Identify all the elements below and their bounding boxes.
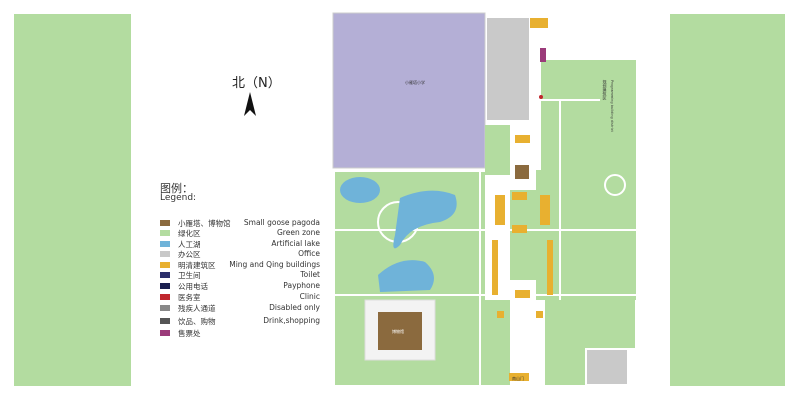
legend-label-en: Green zone (277, 228, 320, 237)
office-zone (487, 18, 529, 120)
clinic-icon (539, 95, 543, 99)
legend-item: 办公区 Office (160, 249, 320, 259)
legend-item: 明清建筑区 Ming and Qing buildings (160, 260, 320, 270)
legend-label-zh: 售票处 (178, 329, 201, 338)
legend-item: 医务室 Clinic (160, 292, 320, 302)
legend-item: 绿化区 Green zone (160, 228, 320, 238)
artificial-lake (340, 177, 457, 292)
small-goose-pagoda (515, 165, 529, 179)
district-label-en: Programming building district (610, 80, 614, 133)
legend-item: 公用电话 Payphone (160, 281, 320, 291)
legend-label-zh: 人工湖 (178, 240, 201, 249)
clinic-icon (160, 294, 170, 300)
legend-label-en: Disabled only (269, 303, 320, 312)
legend-label-en: Payphone (283, 281, 320, 290)
payphone-icon (160, 283, 170, 289)
school-label: 小雁塔小学 (405, 79, 425, 85)
legend-label-zh: 残疾人通道 (178, 304, 216, 313)
legend-item: 卫生间 Toilet (160, 270, 320, 280)
legend-swatch (160, 262, 170, 268)
legend-label-en: Toilet (300, 270, 320, 279)
legend-label-en: Small goose pagoda (243, 218, 320, 227)
ticket-office[interactable] (540, 48, 546, 62)
legend-label-zh: 小雁塔、博物馆 (178, 219, 231, 228)
north-label: 北（N） (232, 76, 281, 91)
left-margin-panel (14, 14, 131, 386)
paths (335, 99, 640, 385)
legend-label-zh: 医务室 (178, 293, 201, 302)
legend-item: 人工湖 Artificial lake (160, 239, 320, 249)
legend-label-en: Drink,shopping (263, 316, 320, 325)
legend-label-zh: 绿化区 (178, 229, 201, 238)
legend-swatch (160, 330, 170, 336)
legend-label-zh: 卫生间 (178, 271, 201, 280)
ming-qing-buildings (492, 18, 553, 381)
legend-label-zh: 明清建筑区 (178, 261, 216, 270)
legend-item: 饮品、购物 Drink,shopping (160, 316, 320, 326)
legend-item: 残疾人通道 Disabled only (160, 303, 320, 313)
district-label: 规划建筑区 (603, 79, 608, 100)
right-margin-panel (670, 14, 785, 386)
wheelchair-icon (160, 305, 170, 311)
legend-swatch (160, 230, 170, 236)
school-zone (332, 12, 486, 169)
museum[interactable] (378, 312, 422, 350)
office-zone-south (587, 350, 627, 384)
legend-title: 图例： (160, 182, 193, 195)
toilet-icon (160, 272, 170, 278)
museum-label: 博物馆 (392, 328, 404, 334)
shop-icon (160, 318, 170, 324)
legend-item: 售票处 (160, 328, 320, 338)
legend-label-zh: 办公区 (178, 250, 201, 259)
south-gate-label: 南山门 (512, 375, 524, 381)
north-arrow-icon (244, 92, 256, 116)
legend-swatch (160, 220, 170, 226)
legend-label-zh: 饮品、购物 (178, 317, 216, 326)
legend-item: 小雁塔、博物馆 Small goose pagoda (160, 218, 320, 228)
legend-swatch (160, 241, 170, 247)
legend-swatch (160, 251, 170, 257)
legend-label-en: Ming and Qing buildings (229, 260, 320, 269)
roundabout (604, 174, 626, 196)
legend-label-en: Office (298, 249, 320, 258)
legend-subtitle: Legend: (160, 193, 197, 203)
legend-label-en: Clinic (299, 292, 320, 301)
legend-label-zh: 公用电话 (178, 282, 208, 291)
legend-label-en: Artificial lake (271, 239, 320, 248)
